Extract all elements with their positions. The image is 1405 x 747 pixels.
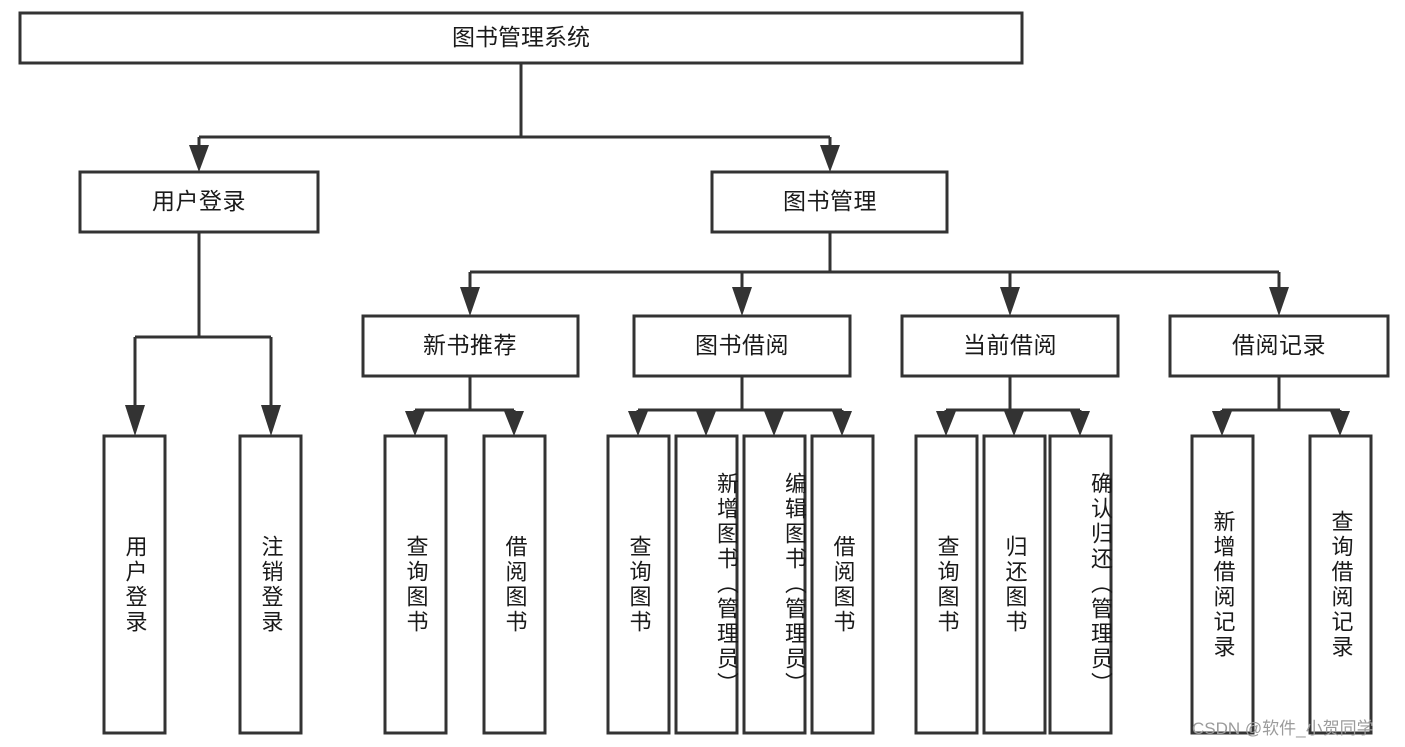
node-book-borrow[interactable]: 图书借阅 [632, 314, 852, 378]
connector-group-current-to-leaves [936, 376, 1090, 436]
leaf-box-query-book-rec[interactable] [383, 434, 448, 735]
leaf-box-user-login[interactable] [102, 434, 167, 735]
leaf-box-return-book[interactable] [982, 434, 1047, 735]
connector-group-root-to-level1 [189, 63, 840, 172]
leaf-box-add-borrow-record[interactable] [1190, 434, 1255, 735]
arrow-head-leaf-7 [764, 411, 784, 436]
arrow-head-new-book [460, 287, 480, 316]
arrow-head-leaf-1 [125, 405, 145, 436]
leaf-box-query-borrow-record[interactable] [1308, 434, 1373, 735]
arrow-head-leaf-3 [405, 411, 425, 436]
arrow-head-leaf-4 [504, 411, 524, 436]
node-borrow-records-label: 借阅记录 [1232, 332, 1326, 358]
leaf-box-add-book-admin[interactable] [674, 434, 739, 735]
node-book-borrow-box [632, 314, 852, 378]
leaf-box-borrow-book[interactable] [810, 434, 875, 735]
node-user-login-box [78, 170, 320, 234]
csdn-watermark: CSDN @软件_小贺同学 [1192, 719, 1374, 738]
node-user-login-label: 用户登录 [152, 188, 246, 214]
leaf-node-boxes [102, 434, 1373, 735]
node-current-borrow-box [900, 314, 1120, 378]
arrow-head-user-login [189, 145, 209, 172]
leaf-box-query-book-current[interactable] [914, 434, 979, 735]
node-book-management[interactable]: 图书管理 [710, 170, 949, 234]
arrow-head-leaf-12 [1212, 411, 1232, 436]
connector-group-user-login-to-leaves [125, 232, 281, 436]
node-current-borrow-label: 当前借阅 [963, 332, 1057, 358]
arrow-head-leaf-5 [628, 411, 648, 436]
leaf-box-query-book-borrow[interactable] [606, 434, 671, 735]
node-new-book-recommend-label: 新书推荐 [423, 332, 517, 358]
node-root-system[interactable]: 图书管理系统 [18, 11, 1024, 65]
leaf-box-borrow-book-rec[interactable] [482, 434, 547, 735]
node-user-login[interactable]: 用户登录 [78, 170, 320, 234]
connector-group-new-book-to-leaves [405, 376, 524, 436]
arrow-head-records [1269, 287, 1289, 316]
arrow-head-current [1000, 287, 1020, 316]
node-book-management-label: 图书管理 [783, 188, 877, 214]
arrow-head-leaf-10 [1004, 411, 1024, 436]
arrow-head-leaf-9 [936, 411, 956, 436]
arrow-head-leaf-8 [832, 411, 852, 436]
arrow-head-book-mgmt [820, 145, 840, 172]
node-root-label: 图书管理系统 [452, 24, 590, 50]
node-borrow-records[interactable]: 借阅记录 [1168, 314, 1390, 378]
arrow-head-borrow [732, 287, 752, 316]
node-borrow-records-box [1168, 314, 1390, 378]
connector-group-borrow-to-leaves [628, 376, 852, 436]
node-book-management-box [710, 170, 949, 234]
node-current-borrow[interactable]: 当前借阅 [900, 314, 1120, 378]
arrow-head-leaf-2 [261, 405, 281, 436]
leaf-box-logout[interactable] [238, 434, 303, 735]
leaf-box-confirm-return-admin[interactable] [1048, 434, 1113, 735]
node-book-borrow-label: 图书借阅 [695, 332, 789, 358]
node-new-book-recommend[interactable]: 新书推荐 [361, 314, 580, 378]
connector-group-book-mgmt-to-level2 [460, 232, 1289, 316]
arrow-head-leaf-11 [1070, 411, 1090, 436]
node-new-book-recommend-box [361, 314, 580, 378]
node-root-box [18, 11, 1024, 65]
leaf-box-edit-book-admin[interactable] [742, 434, 807, 735]
arrow-head-leaf-6 [696, 411, 716, 436]
connector-group-records-to-leaves [1212, 376, 1350, 436]
arrow-head-leaf-13 [1330, 411, 1350, 436]
